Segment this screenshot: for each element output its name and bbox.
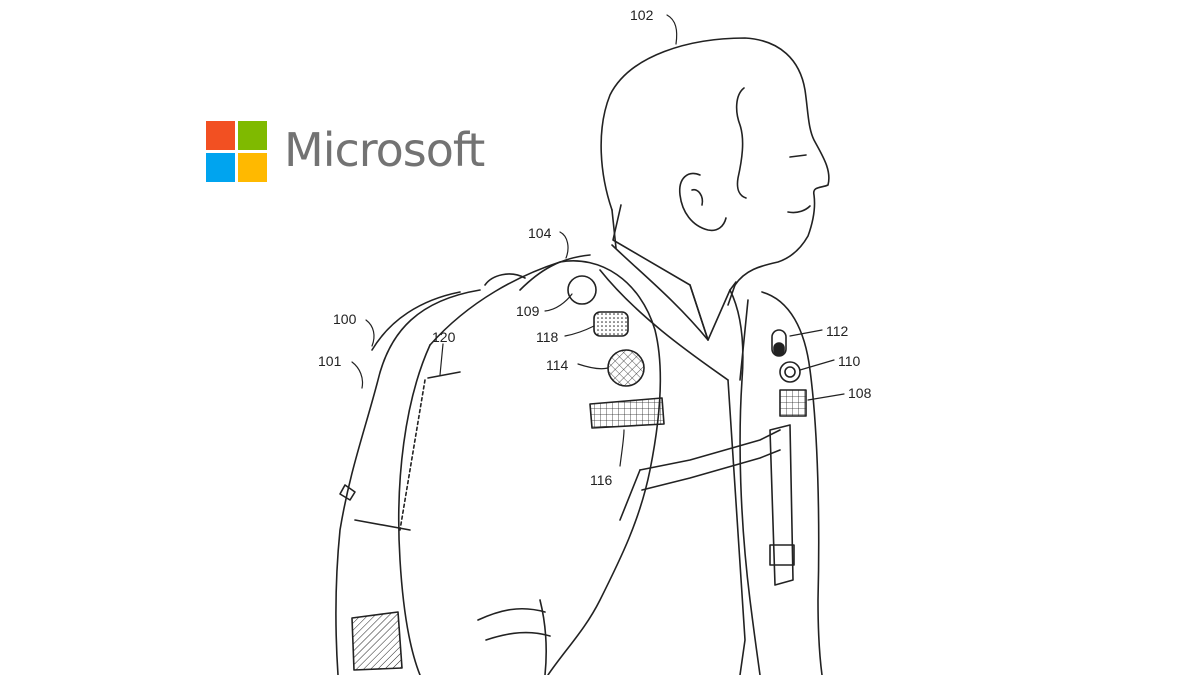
ref-label-108: 108 xyxy=(848,385,872,401)
band-116-shape xyxy=(589,397,665,429)
leader-lines xyxy=(351,14,845,467)
ref-label-118: 118 xyxy=(536,329,559,345)
sensor-114-shape xyxy=(607,349,645,387)
ref-label-100: 100 xyxy=(333,311,357,327)
logo-square-blue xyxy=(206,153,235,182)
logo-square-green xyxy=(238,121,267,150)
ref-label-104: 104 xyxy=(528,225,552,241)
sensor-118-shape xyxy=(593,311,629,337)
backpack-right-strap xyxy=(729,289,823,675)
ref-label-120: 120 xyxy=(432,329,456,345)
device-110-shape xyxy=(779,361,801,383)
ref-label-101: 101 xyxy=(318,353,342,369)
backpack-body xyxy=(335,273,526,675)
person-arm xyxy=(397,260,662,675)
device-112-shape xyxy=(771,329,787,357)
ref-label-112: 112 xyxy=(826,323,849,339)
sensor-109-shape xyxy=(567,275,597,305)
logo-square-red xyxy=(206,121,235,150)
microsoft-logo: Microsoft xyxy=(206,121,496,185)
person-collar xyxy=(599,204,737,381)
ref-label-116: 116 xyxy=(590,472,613,488)
person-head xyxy=(600,37,830,286)
ref-label-109: 109 xyxy=(516,303,540,319)
logo-wordmark: Microsoft xyxy=(284,123,485,177)
ref-label-114: 114 xyxy=(546,357,569,373)
ref-label-110: 110 xyxy=(838,353,861,369)
ref-label-102: 102 xyxy=(630,7,654,23)
logo-square-yellow xyxy=(238,153,267,182)
